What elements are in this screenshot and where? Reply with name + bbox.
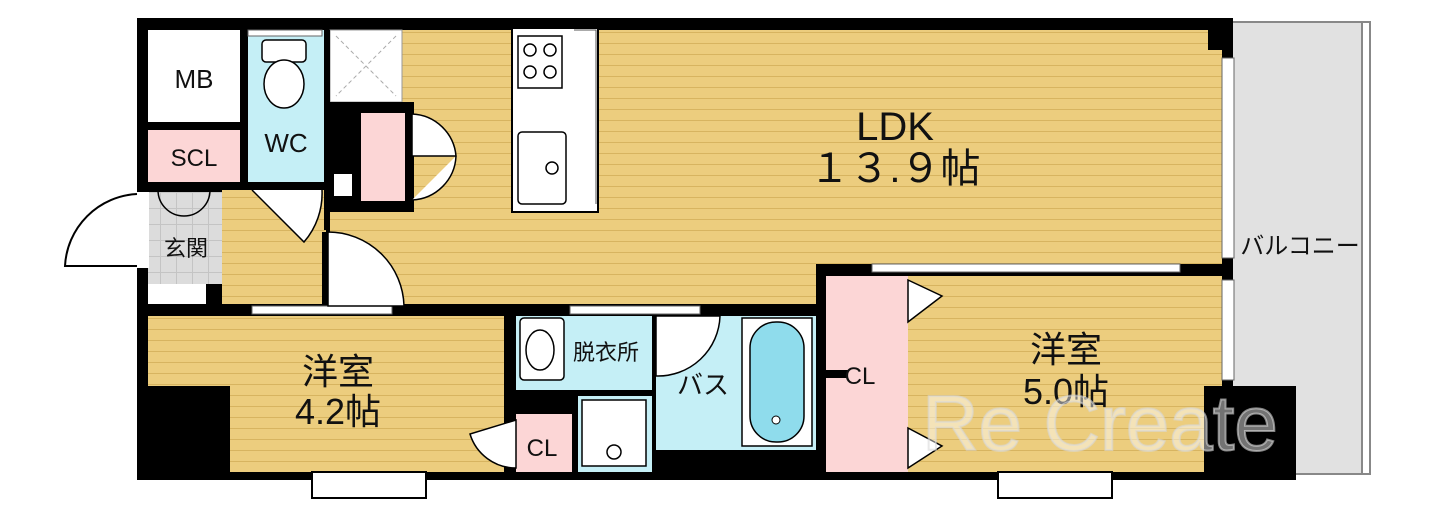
washing-machine-icon [581, 399, 647, 467]
ldk-size: １３.９帖 [809, 147, 980, 191]
western-room-right-floor [908, 276, 1222, 472]
bathtub-icon [741, 317, 813, 447]
closet-small-label: CL [527, 435, 558, 462]
watermark: Re Create [922, 379, 1278, 467]
western-left-size: 4.2帖 [295, 391, 381, 432]
column-right [1204, 386, 1296, 480]
scl-label: SCL [171, 145, 218, 172]
bath-label: バス [677, 370, 729, 400]
wc-label: WC [264, 128, 307, 158]
western-left-label: 洋室 [302, 351, 374, 392]
entrance-step [148, 284, 206, 304]
wash-basin-icon [519, 317, 565, 381]
skylight-cross [335, 35, 397, 97]
closet-right-doors [907, 278, 944, 470]
entrance-label: 玄関 [164, 236, 208, 261]
fridge-closet [359, 111, 407, 203]
closet-small-door [469, 418, 517, 469]
mb-label: MB [175, 64, 214, 94]
openings [137, 29, 1235, 499]
kitchen-closet-doors [411, 113, 457, 201]
kitchen-counter [511, 27, 599, 213]
closet-right-label: CL [845, 363, 876, 390]
stove-icon [517, 35, 563, 89]
ldk-label: LDK [856, 105, 934, 149]
bath-door [655, 315, 721, 377]
sink-icon [517, 131, 567, 205]
ldk-door [327, 231, 405, 307]
scl-room [148, 130, 240, 182]
toilet-icon [261, 39, 307, 109]
wc-door [251, 189, 323, 244]
washroom-label: 脱衣所 [573, 340, 639, 365]
western-right-size: 5.0帖 [1023, 371, 1109, 412]
column-left [148, 386, 230, 480]
western-right-label: 洋室 [1030, 329, 1102, 370]
entrance-door [63, 193, 138, 267]
balcony-label: バルコニー [1240, 233, 1360, 260]
closet-small [516, 414, 572, 472]
mb-room [148, 30, 240, 122]
pipe-space [334, 174, 352, 196]
shoe-closet-doors [157, 189, 211, 217]
closet-rail [826, 370, 848, 378]
entrance-floor [148, 192, 226, 284]
